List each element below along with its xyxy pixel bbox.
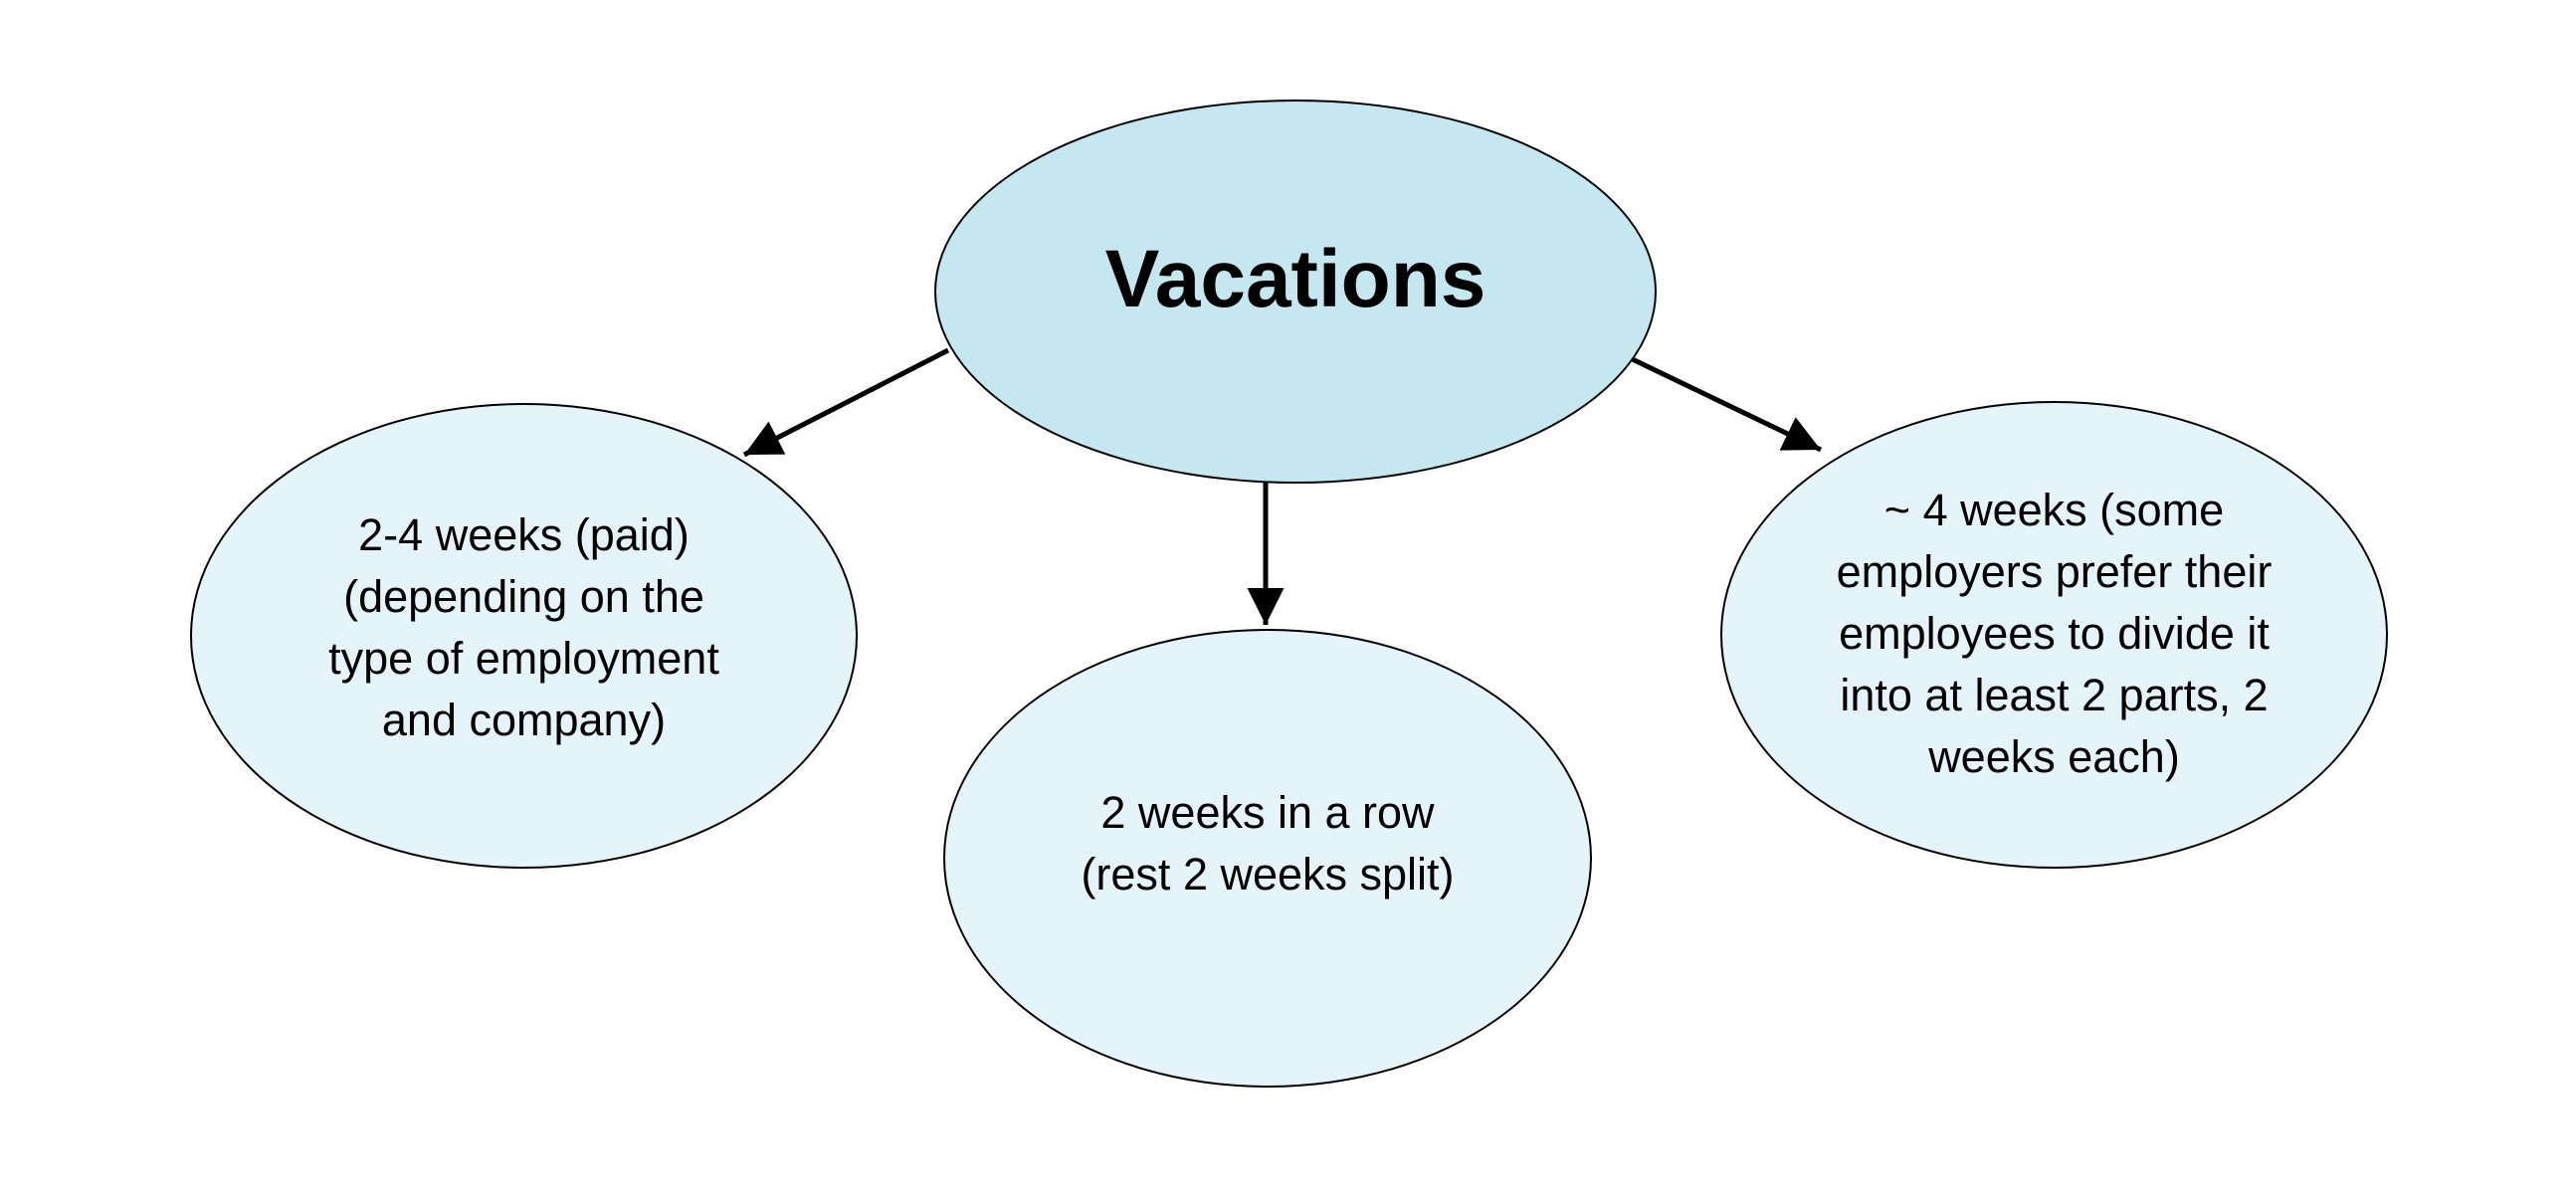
node-four-weeks-split: ~ 4 weeks (some employers prefer their e… [1720,401,2388,869]
node-weeks-in-a-row: 2 weeks in a row (rest 2 weeks split) [943,629,1592,1088]
node-vacations-label: Vacations [1104,233,1486,324]
node-four-weeks-split-label: ~ 4 weeks (some employers prefer their e… [1836,485,2273,782]
arrow-root-to-right [1618,350,1823,453]
node-vacations: Vacations [934,100,1657,484]
node-paid-weeks-label: 2-4 weeks (paid) (depending on the type … [328,509,719,745]
node-weeks-in-a-row-label: 2 weeks in a row (rest 2 weeks split) [1081,786,1455,900]
node-paid-weeks: 2-4 weeks (paid) (depending on the type … [190,403,858,869]
arrow-root-to-left [742,347,950,458]
